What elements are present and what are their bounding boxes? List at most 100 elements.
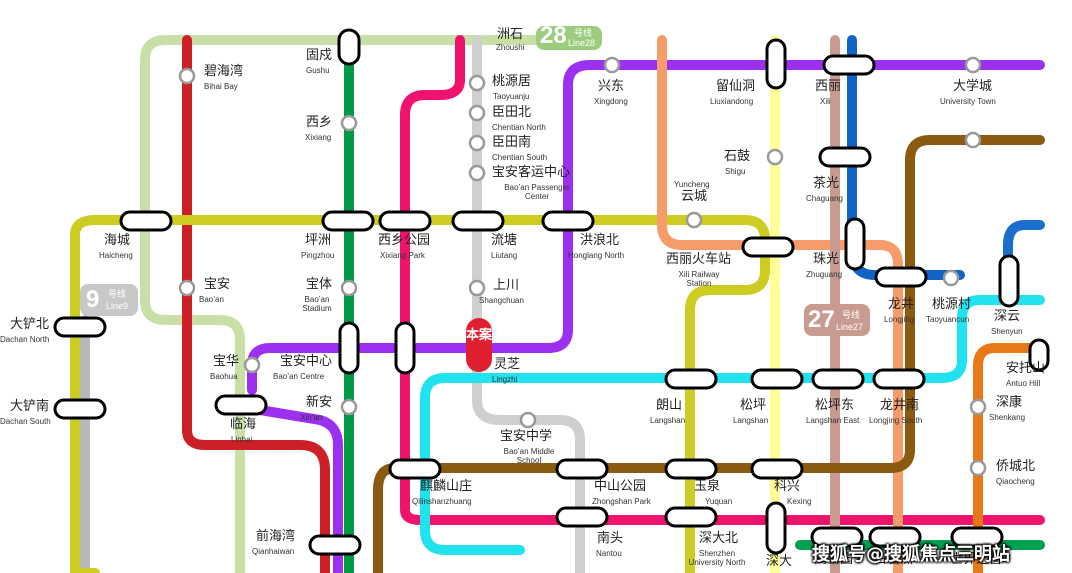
label-liuxiandong-en: Liuxiandong xyxy=(710,97,754,106)
station-daxuecheng-2 xyxy=(964,131,982,149)
interchange-langshan xyxy=(664,368,718,390)
label-honglangbei-en: Honglang North xyxy=(568,251,625,260)
label-daxuecheng-en: University Town xyxy=(940,97,996,106)
interchange-shijiezhichuang xyxy=(950,526,1004,548)
label-kexing: 科兴 xyxy=(774,479,801,494)
line-purple xyxy=(247,60,1045,395)
label-qilinshanzhuang: 麒麟山庄 xyxy=(420,479,473,494)
label-shangchuan-en: Shangchuan xyxy=(479,296,524,305)
interchange-longjingnan xyxy=(872,368,926,390)
label-xili: 西丽 xyxy=(815,79,842,94)
label-shenda: 深大 xyxy=(766,554,793,569)
station-baohua xyxy=(243,356,261,374)
line-darkorange xyxy=(973,343,1045,573)
interchange-zhongshangongyuan xyxy=(555,458,609,480)
label-baohua-en: Baohua xyxy=(210,372,238,381)
station-shigu xyxy=(766,148,784,166)
label-pingzhou: 坪洲 xyxy=(305,233,332,248)
label-chentianbei-en: Chentian North xyxy=(492,123,546,132)
interchange-baishizhou xyxy=(868,526,922,548)
interchange-liutang xyxy=(451,210,505,232)
label-zhoushi: 洲石 xyxy=(497,27,524,42)
interchange-yuquan xyxy=(664,506,718,528)
interchange-pingzhou xyxy=(321,210,375,232)
interchange-qianhaiwan xyxy=(308,534,362,556)
interchange-kexing xyxy=(750,458,804,480)
label-longjing: 龙井 xyxy=(888,297,915,312)
label-taoyuanju-en: Taoyuanju xyxy=(493,92,530,101)
label-lingzhi-en: Lingzhi xyxy=(492,375,518,384)
label-zhoushi-en: Zhoushi xyxy=(496,43,525,52)
label-datiebei: 大铲北 xyxy=(10,317,50,332)
line28-badge: 28 号线 Line28 xyxy=(536,22,602,50)
label-baoti-en: Bao’an Stadium xyxy=(302,295,332,313)
label-yuncheng-en: Yuncheng xyxy=(674,180,710,189)
label-liutang: 流塘 xyxy=(491,233,518,248)
line9-number: 9 xyxy=(86,286,100,313)
label-zhuguang-en: Zhuguang xyxy=(806,270,843,279)
label-yuquan: 玉泉 xyxy=(694,479,721,494)
label-shenzhendaxuebei: 深大北 xyxy=(699,531,739,546)
line9-hx: 号线 xyxy=(108,289,127,299)
interchange-honglangbei xyxy=(541,210,595,232)
label-chentiannan-en: Chentian South xyxy=(492,153,548,162)
label-qiaochengbei: 侨城北 xyxy=(996,459,1036,474)
label-songpingdong: 松坪东 xyxy=(815,398,855,413)
label-baoanzhongxue: 宝安中学 xyxy=(500,429,553,444)
label-gaoxinyuan: 高新园 xyxy=(814,552,854,567)
label-antuo-en: Antuo Hill xyxy=(1006,379,1041,388)
label-taoyuancun: 桃源村 xyxy=(932,297,972,312)
interchange-qilinshanzhuang xyxy=(388,458,442,480)
line9-ln: Line9 xyxy=(106,301,129,311)
line28-hx: 号线 xyxy=(574,28,593,38)
label-xinan-en: Xin’an xyxy=(300,413,323,422)
label-xingdong: 兴东 xyxy=(598,79,625,94)
label-datienan: 大铲南 xyxy=(10,399,50,414)
line-blue-2 xyxy=(1003,220,1045,285)
interchange-shenda xyxy=(765,501,787,555)
label-shijiezhichuang: 世界之窗 xyxy=(950,552,1003,567)
label-gushu: 固戍 xyxy=(306,48,333,63)
station-yuncheng xyxy=(685,211,703,229)
label-songping: 松坪 xyxy=(740,398,767,413)
station-shenkang xyxy=(969,398,987,416)
interchange-longjing xyxy=(874,266,928,288)
interchange-xixianggongyuan xyxy=(378,210,432,232)
interchange-6-purple xyxy=(394,321,416,375)
label-songpingdong-en: Langshan East xyxy=(806,416,860,425)
label-daxuecheng: 大学城 xyxy=(953,79,993,94)
label-qilinshanzhuang-en: Qilinshanzhuang xyxy=(412,497,472,506)
interchange-gaoxinyuan xyxy=(810,526,864,548)
label-baoanzhongxue-en: Bao’an Middle School xyxy=(503,447,555,465)
label-xixianggongyuan: 西乡公园 xyxy=(378,233,431,248)
station-chentiannan xyxy=(468,134,486,152)
station-taoyuanju xyxy=(468,74,486,92)
label-chentianbei: 臣田北 xyxy=(492,105,532,120)
label-chaguang: 茶光 xyxy=(813,176,840,191)
label-longjingnan: 龙井南 xyxy=(880,398,920,413)
label-linhai: 临海 xyxy=(230,417,257,432)
line27-hx: 号线 xyxy=(842,310,861,320)
interchange-baoanzhongxin xyxy=(338,321,360,375)
label-pingzhou-en: Pingzhou xyxy=(301,251,335,260)
label-langshan-en: Langshan xyxy=(650,416,686,425)
label-datiebei-en: Dachan North xyxy=(0,335,50,344)
label-baishizhou: 白石洲 xyxy=(874,552,914,567)
interchange-chaguang xyxy=(818,146,872,168)
line-purple-2 xyxy=(225,400,343,573)
line28-ln: Line28 xyxy=(568,38,596,48)
station-xixiang xyxy=(340,114,358,132)
interchange-gushu xyxy=(337,28,361,66)
label-taoyuancun-en: Taoyuancun xyxy=(926,315,970,324)
label-chaguang-en: Chaguang xyxy=(806,194,843,203)
label-yuncheng: 云城 xyxy=(681,189,708,204)
label-xixiang: 西乡 xyxy=(306,115,333,130)
label-qiaochengbei-en: Qiaocheng xyxy=(996,477,1035,486)
line27-number: 27 xyxy=(808,306,835,333)
interchange-nantou xyxy=(555,506,609,528)
label-datienan-en: Dachan South xyxy=(0,417,51,426)
label-songping-en: Langshan xyxy=(733,416,769,425)
interchange-songpingdong xyxy=(811,368,865,390)
line27-ln: Line27 xyxy=(836,322,864,332)
interchange-songping xyxy=(750,368,804,390)
